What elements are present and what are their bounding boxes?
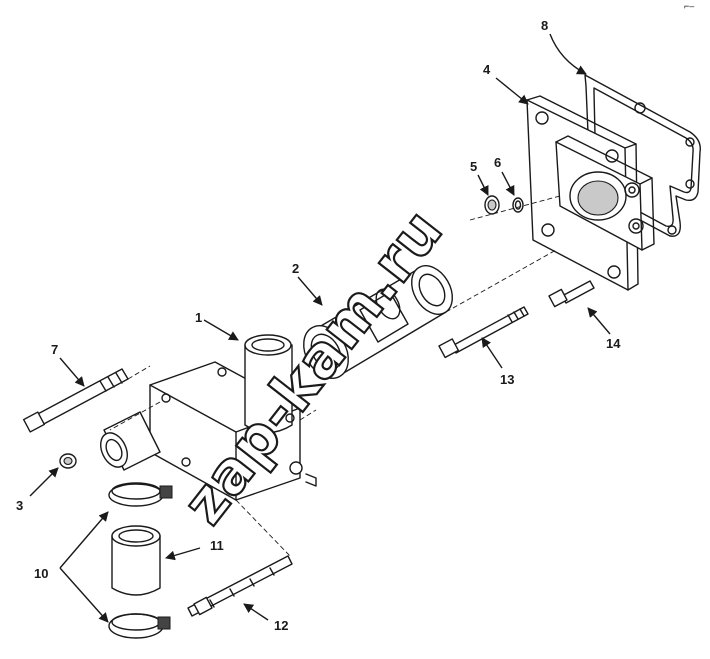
callout-8: 8 bbox=[541, 18, 548, 33]
alignment-line bbox=[127, 365, 151, 380]
callout-1: 1 bbox=[195, 310, 202, 325]
part-3-nut bbox=[59, 453, 77, 469]
part-11-hose bbox=[111, 525, 161, 596]
callout-10: 10 bbox=[34, 566, 48, 581]
callout-12: 12 bbox=[274, 618, 288, 633]
part-12-rod bbox=[187, 555, 293, 617]
callout-2: 2 bbox=[292, 261, 299, 276]
alignment-line bbox=[299, 409, 317, 421]
callout-4: 4 bbox=[483, 62, 491, 77]
part-1-housing-body bbox=[100, 334, 317, 501]
alignment-line bbox=[109, 401, 161, 431]
part-13-bolt bbox=[438, 306, 529, 359]
part-7-stud bbox=[22, 368, 129, 433]
callout-11: 11 bbox=[210, 538, 224, 553]
part-14-bolt bbox=[548, 280, 595, 308]
part-6-o-ring bbox=[512, 197, 524, 213]
alignment-line bbox=[445, 249, 557, 313]
alignment-line bbox=[235, 499, 291, 557]
callout-6: 6 bbox=[494, 155, 501, 170]
callout-3: 3 bbox=[16, 498, 23, 513]
callout-5: 5 bbox=[470, 159, 477, 174]
part-2-tube bbox=[303, 265, 453, 379]
part-4-housing bbox=[555, 135, 655, 251]
callout-7: 7 bbox=[51, 342, 58, 357]
callout-14: 14 bbox=[606, 336, 621, 351]
part-5-fitting bbox=[484, 195, 500, 215]
callout-13: 13 bbox=[500, 372, 514, 387]
corner-mark: ⌐– bbox=[684, 1, 694, 11]
leader-lines bbox=[29, 33, 611, 623]
part-10-clamp-lower bbox=[108, 613, 171, 639]
part-10-clamp-upper bbox=[108, 482, 173, 507]
